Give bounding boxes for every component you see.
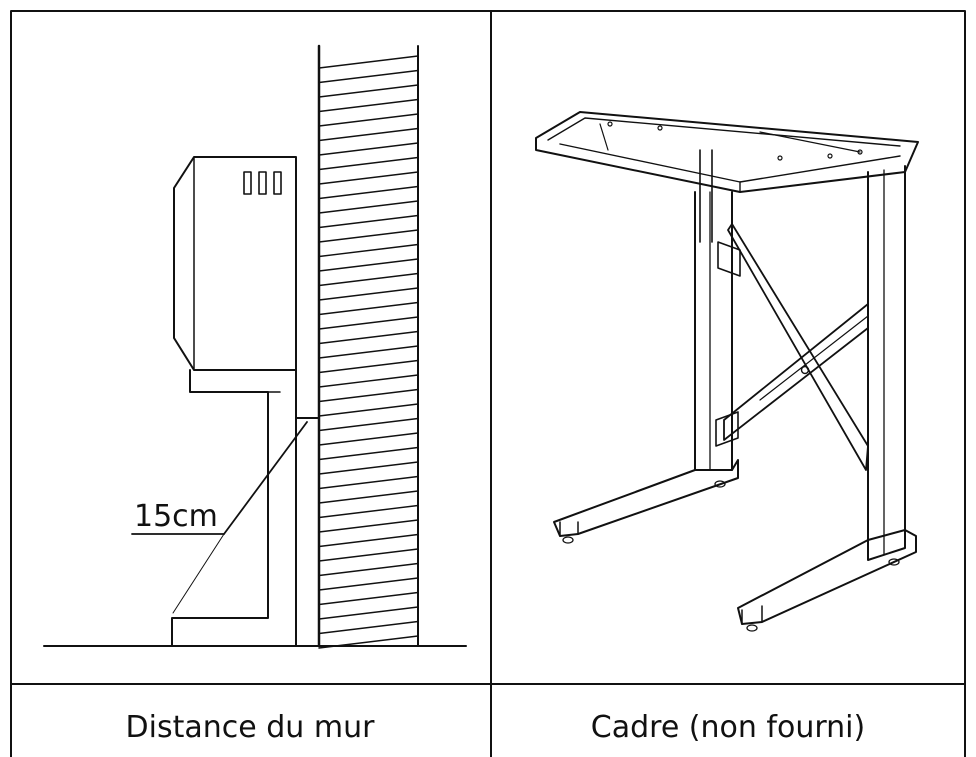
wall-hatch-line [318,127,419,142]
wall-hatch-line [318,142,419,156]
appliance-body [173,156,297,371]
wall-hatch-line [318,620,419,635]
frame-top-holes [607,121,863,161]
wall-hatch-line [318,591,419,606]
wall-hatch-line [318,475,419,490]
wall-hatch-line [318,403,419,417]
wall-hatch-line [318,345,419,359]
right-caption: Cadre (non fourni) [591,710,865,745]
wall-hatch-line [318,359,419,374]
wall-hatch-line [318,490,419,504]
wall-hatch-line [318,229,419,243]
wall-hatch-line [318,432,419,446]
table-frame [10,10,966,757]
wall-hatch-line [318,548,419,562]
wall-hatch-line [318,301,419,316]
stand-profile [171,369,320,647]
wall-hatch-line [318,200,419,214]
wall-hatch-line [318,98,419,113]
wall-hatch-line [318,417,419,432]
wall-hatch-line [318,243,419,258]
leg-front-right [867,165,906,561]
wall-hatch-line [318,562,419,577]
wall-hatch-line [318,519,419,533]
wall-hatch-line [318,388,419,403]
cross-brace [715,223,869,471]
wall-hatch-line [318,69,419,84]
wall-hatch-line [318,258,419,272]
wall [317,44,419,649]
foot-right [737,529,917,632]
wall-hatch-line [318,533,419,548]
wall-hatch-line [318,577,419,591]
left-caption: Distance du mur [126,710,376,745]
wall-hatch-line [318,185,419,200]
wall-hatch-line [318,55,419,69]
wall-hatch-line [318,606,419,620]
wall-hatch-line [318,461,419,475]
wall-hatch-line [318,635,419,649]
leg-back-left [699,149,713,243]
wall-hatch-line [318,446,419,461]
wall-distance-drawing: 15cm [43,44,467,649]
measurement-leader [131,421,308,614]
foot-left [553,459,739,544]
wall-hatch-line [318,287,419,301]
wall-hatch-line [318,171,419,185]
wall-hatch-line [318,330,419,345]
wall-hatch-line [318,316,419,330]
measurement-label: 15cm [134,499,218,534]
wall-hatch-line [318,84,419,98]
wall-hatch-line [318,113,419,127]
wall-hatching [318,55,419,649]
wall-hatch-line [318,214,419,229]
vent-slots [243,171,282,195]
frame-drawing [535,111,919,632]
wall-hatch-line [318,504,419,519]
frame-top [535,111,919,193]
wall-hatch-line [318,374,419,388]
wall-hatch-line [318,156,419,171]
wall-hatch-line [318,272,419,287]
